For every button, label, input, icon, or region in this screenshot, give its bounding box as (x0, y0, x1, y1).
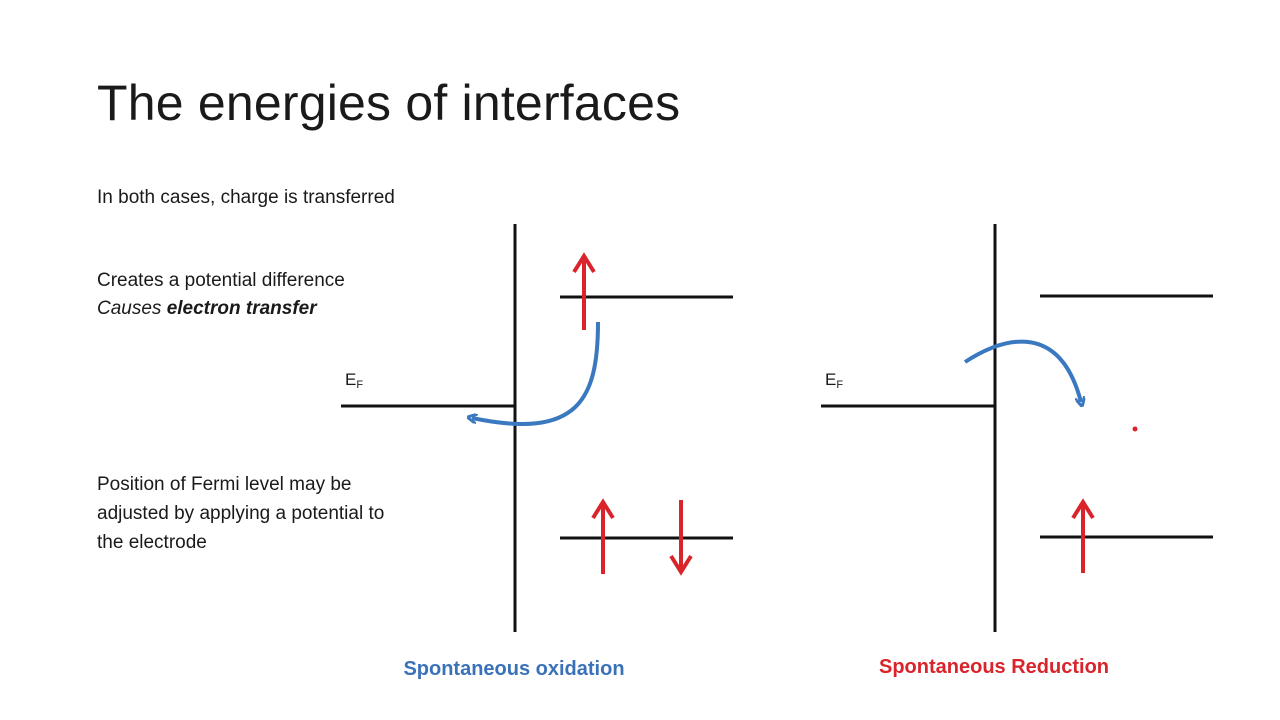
fermi-text-line-1: Position of Fermi level may be (97, 474, 352, 495)
spin-down-arrow-icon (669, 500, 693, 576)
fermi-label-sub-right: F (836, 379, 844, 391)
oxidation-caption: Spontaneous oxidation (403, 658, 625, 680)
electron-transfer-text: Causes electron transfer (97, 294, 317, 323)
electron-transfer-prefix: Causes (97, 298, 167, 319)
reduction-caption: Spontaneous Reduction (879, 656, 1109, 678)
spin-up-arrow-icon (572, 252, 596, 330)
fermi-label-main-left: E (345, 370, 357, 389)
fermi-text-line-3: the electrode (97, 532, 207, 553)
fermi-label-main-right: E (825, 370, 837, 389)
electron-transfer-arrow-icon (963, 339, 1081, 402)
oxidation-diagram (341, 224, 733, 632)
potential-difference-text: Creates a potential difference (97, 270, 345, 291)
stray-dot-mark (1132, 426, 1138, 432)
fermi-level-label-right: EF (825, 370, 843, 391)
intro-text: In both cases, charge is transferred (97, 187, 395, 208)
slide-title: The energies of interfaces (97, 75, 681, 131)
fermi-level-label-left: EF (345, 370, 363, 391)
fermi-text-line-2: adjusted by applying a potential to (97, 503, 385, 524)
reduction-diagram (821, 224, 1213, 632)
spin-up-arrow-icon (591, 498, 615, 574)
spin-up-arrow-icon (1071, 498, 1095, 573)
fermi-label-sub-left: F (356, 379, 364, 391)
electron-transfer-bold: electron transfer (166, 298, 317, 319)
electron-transfer-arrow-icon (472, 321, 600, 426)
